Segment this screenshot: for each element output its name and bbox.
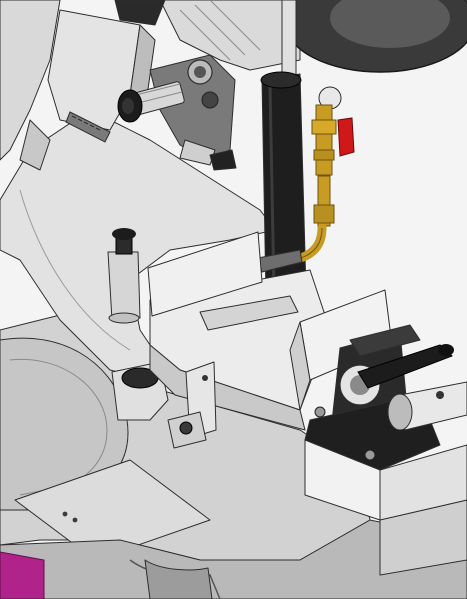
stand-magenta-stripe: [0, 551, 45, 599]
dark-column: [260, 71, 307, 297]
coolant-valve: [311, 86, 355, 227]
blade-guide-housing: [47, 9, 156, 143]
clamp-lead-screw: [387, 381, 467, 431]
plate-hole: [72, 517, 78, 523]
bow-stop-post: [107, 228, 141, 324]
blade-guide-adjuster: [149, 54, 237, 171]
plate-hole: [62, 511, 68, 517]
jaw-bracket: [167, 361, 217, 449]
blade-guide-knob: [117, 81, 185, 123]
pivot-boss: [111, 361, 169, 421]
upper-housing: [114, 0, 467, 73]
vise-clamp-handle: [357, 344, 453, 389]
valve-red-handle: [337, 117, 355, 157]
clamp-support-block: [304, 439, 467, 521]
tension-rod: [281, 0, 297, 79]
